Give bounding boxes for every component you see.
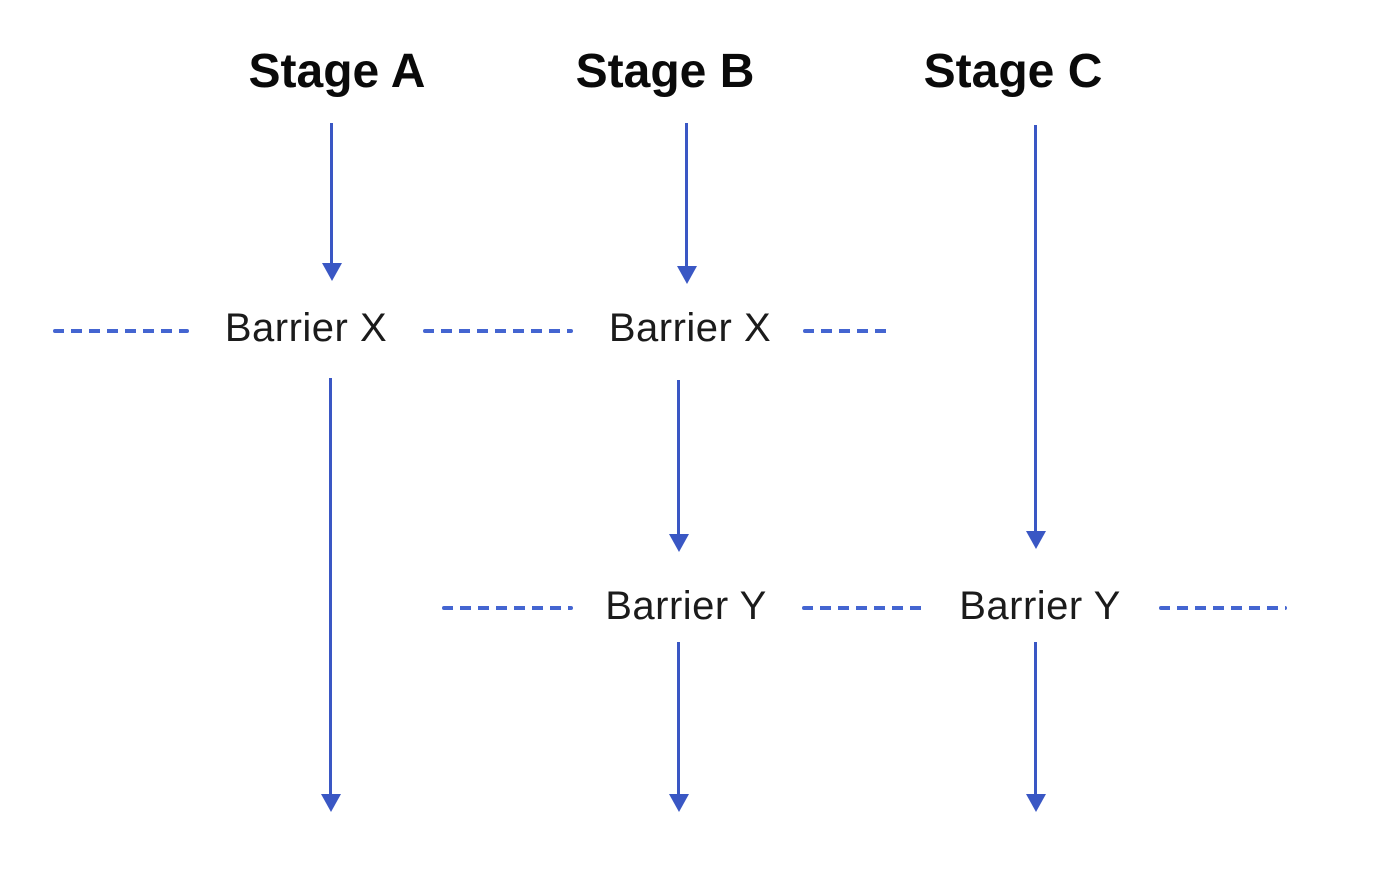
stage-b-title: Stage B — [575, 45, 755, 98]
barrier-x-label-stage-b: Barrier X — [608, 306, 772, 350]
barrier-y-label-stage-b: Barrier Y — [605, 584, 767, 628]
stage-a-arrow-to-barrier-x-icon — [330, 123, 333, 264]
barrier-y-dashed-line-middle — [802, 606, 924, 610]
barrier-x-label-stage-a: Barrier X — [224, 306, 388, 350]
barrier-y-label-stage-c: Barrier Y — [959, 584, 1121, 628]
stage-a-title: Stage A — [248, 45, 426, 98]
stage-b-arrow-after-barrier-y-icon — [677, 642, 680, 795]
stage-a-arrow-through-barrier-y-icon — [329, 378, 332, 795]
barrier-x-dashed-line-left — [53, 329, 189, 333]
stage-b-arrow-to-barrier-y-icon — [677, 380, 680, 535]
stage-c-arrow-after-barrier-y-icon — [1034, 642, 1037, 795]
stage-c-arrow-through-barrier-x-icon — [1034, 125, 1037, 532]
stage-b-arrow-to-barrier-x-icon — [685, 123, 688, 267]
stage-c-title: Stage C — [923, 45, 1103, 98]
barrier-x-dashed-line-middle — [423, 329, 573, 333]
barrier-x-dashed-line-right — [803, 329, 891, 333]
barrier-y-dashed-line-left — [442, 606, 573, 610]
barrier-y-dashed-line-right — [1159, 606, 1287, 610]
